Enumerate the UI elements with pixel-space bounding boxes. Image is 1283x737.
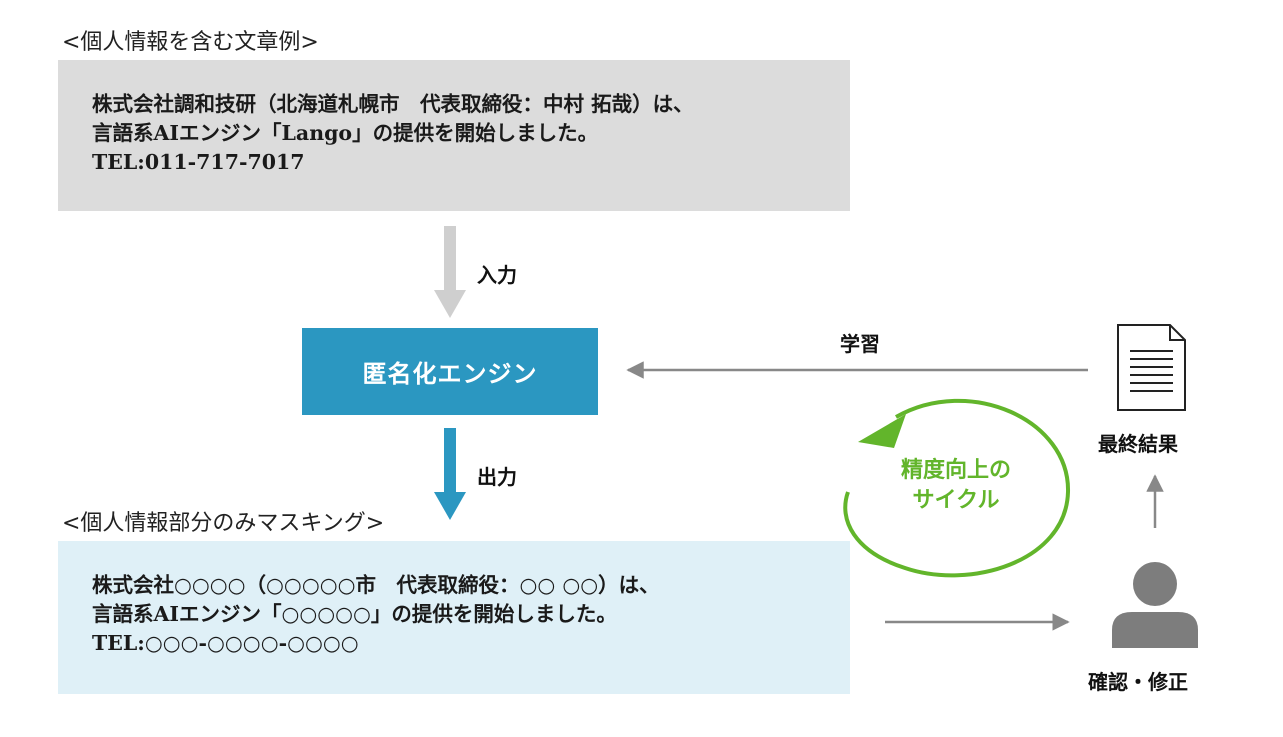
output-line-2: 言語系AIエンジン「○○○○○」の提供を開始しました。	[92, 602, 617, 626]
document-icon	[1117, 324, 1186, 411]
anonymization-engine: 匿名化エンジン	[302, 328, 598, 415]
output-section-title: <個人情報部分のみマスキング>	[62, 511, 385, 536]
cycle-line-2: サイクル	[912, 488, 1000, 513]
cycle-arrow	[843, 398, 1071, 578]
output-arrow	[434, 428, 466, 520]
person-icon	[1112, 562, 1198, 648]
input-arrow	[434, 226, 466, 318]
input-line-1: 株式会社調和技研（北海道札幌市 代表取締役：中村 拓哉）は、	[92, 92, 694, 116]
output-line-1: 株式会社○○○○（○○○○○市 代表取締役：○○ ○○）は、	[92, 573, 660, 597]
input-arrow-label: 入力	[477, 263, 517, 287]
cycle-line-1: 精度向上の	[900, 458, 1011, 483]
output-line-3: TEL:○○○-○○○○-○○○○	[92, 631, 359, 655]
input-section-title: <個人情報を含む文章例>	[62, 30, 319, 55]
input-line-2: 言語系AIエンジン「Lango」の提供を開始しました。	[92, 121, 599, 145]
learn-arrow-label: 学習	[840, 332, 880, 356]
input-text-box: 株式会社調和技研（北海道札幌市 代表取締役：中村 拓哉）は、 言語系AIエンジン…	[58, 60, 850, 211]
output-text-box: 株式会社○○○○（○○○○○市 代表取締役：○○ ○○）は、 言語系AIエンジン…	[58, 541, 850, 694]
output-arrow-label: 出力	[477, 465, 517, 489]
review-label: 確認・修正	[1088, 670, 1188, 694]
engine-label: 匿名化エンジン	[362, 360, 538, 388]
improvement-cycle-label: 精度向上の サイクル	[856, 456, 1056, 516]
input-line-3: TEL:011-717-7017	[92, 150, 305, 174]
final-result-label: 最終結果	[1098, 432, 1178, 456]
